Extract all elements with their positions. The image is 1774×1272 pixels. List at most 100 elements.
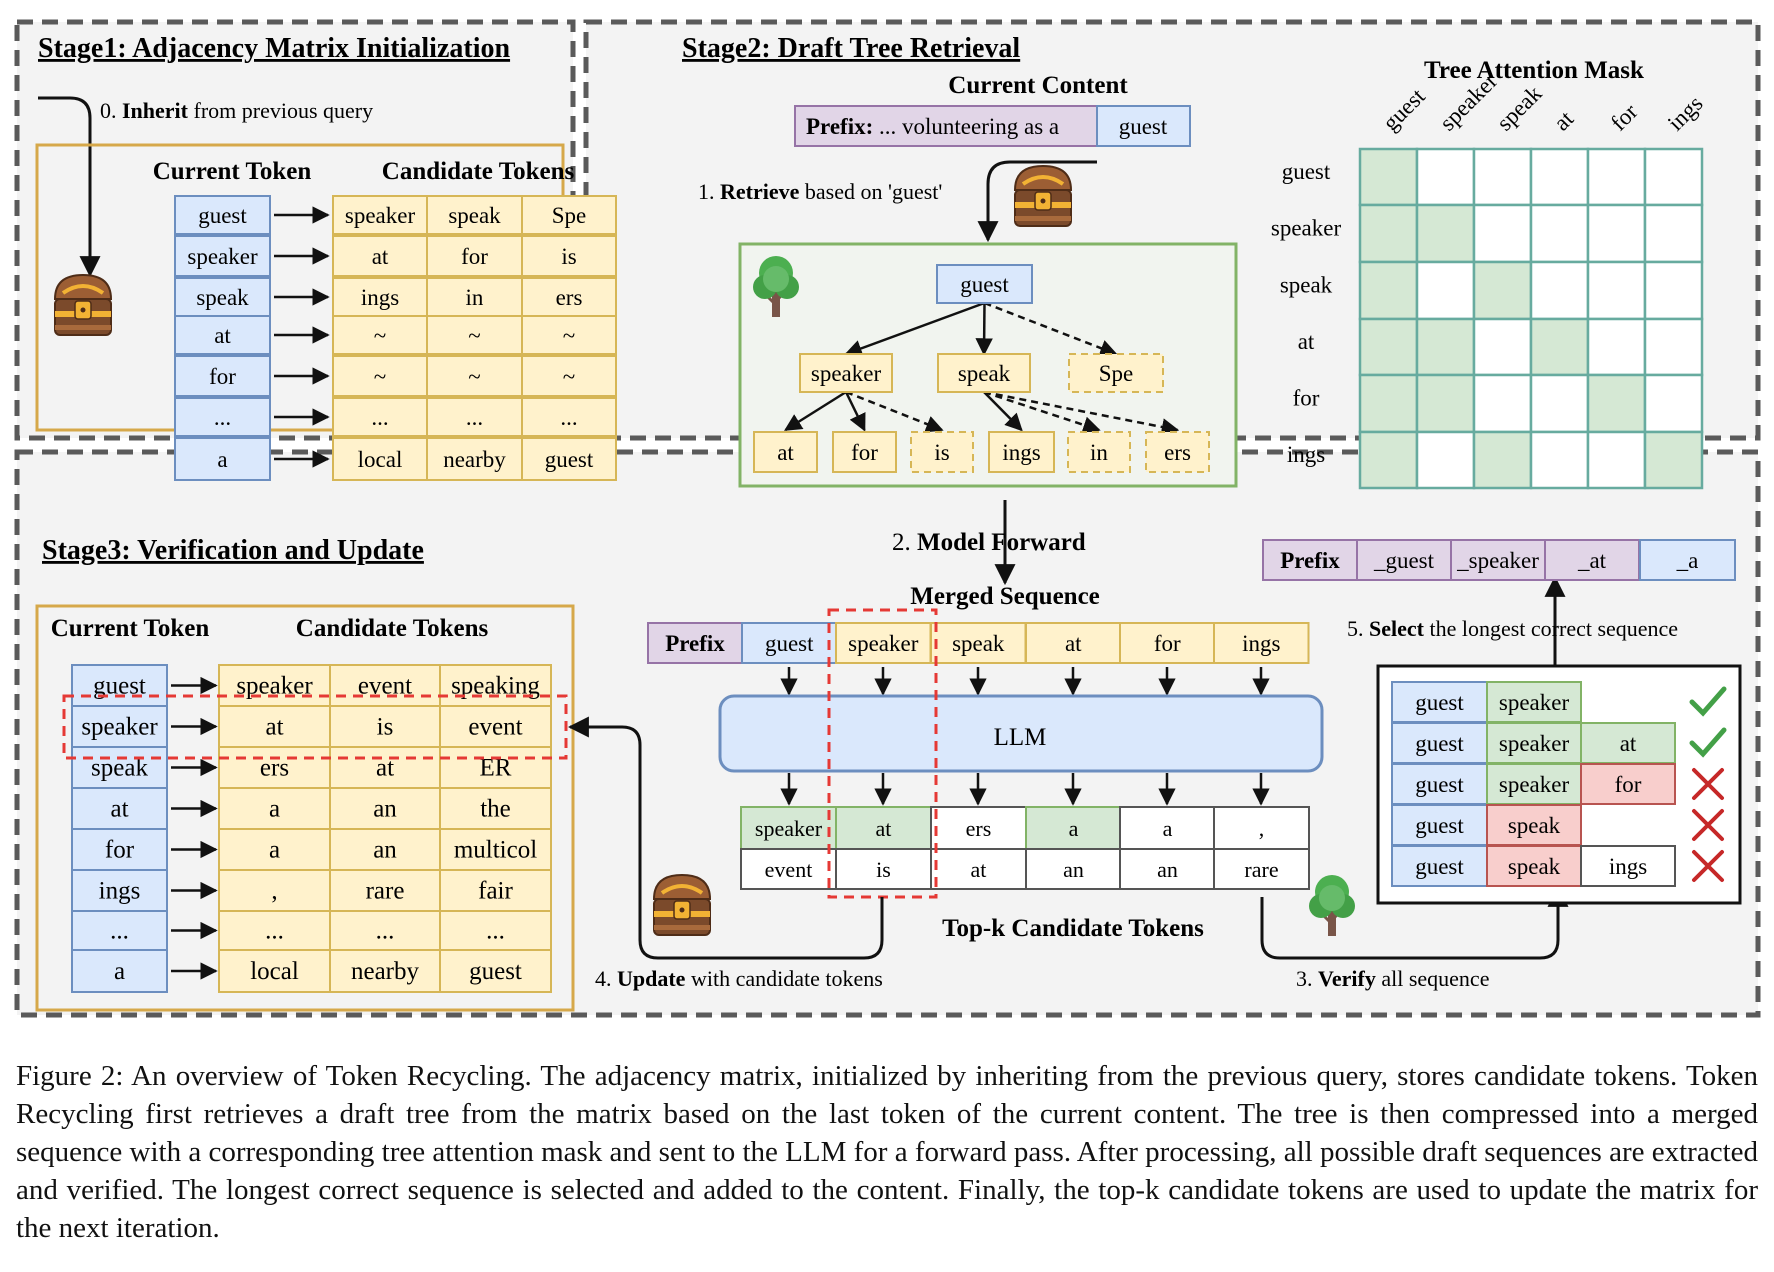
stage1-current-token-cell [174,355,271,397]
stage3-current-token-label: for [105,837,135,864]
stage3-candidate-token-cell [439,705,552,748]
mask-cell [1358,317,1419,377]
stage1-current-token-label: speaker [187,244,258,269]
stage1-candidate-token-label: ers [556,285,583,310]
stage1-candidate-token-label: nearby [443,447,506,472]
stage1-candidate-token-label: ~ [468,364,480,389]
stage3-current-token-label: ings [99,878,141,905]
output-token-label: _at [1577,548,1607,573]
stage1-candidate-token-cell [426,397,523,437]
tree-level2-node-label: at [777,440,794,465]
tree-edge [975,302,993,356]
topk-row1-token-label: , [1259,816,1265,841]
topk-row2-token-cell [1025,848,1122,890]
stage1-current-token-label: a [217,447,227,472]
output-token-label: _speaker [1456,548,1539,573]
tree-level2-node-label: ers [1164,440,1191,465]
treasure-chest-icon [652,873,712,937]
stage1-current-token-cell [174,315,271,355]
mask-cell [1586,260,1647,321]
mask-cell [1472,260,1533,321]
stage1-current-token-label: speak [196,285,249,310]
stage3-current-token-cell [71,746,168,789]
output-prefix-cell [1262,539,1358,581]
merged-token-label: at [1065,631,1082,656]
topk-row2-token-cell [835,848,932,890]
mask-row-label: ings [1287,442,1325,467]
mask-cell [1358,147,1419,207]
verify-token-label: guest [1415,854,1464,879]
mask-cell [1415,430,1476,490]
stage1-current-token-cell [174,235,271,277]
stage1-candidate-token-label: ings [361,285,399,310]
verify-token-cell [1391,845,1488,887]
step1-label: 1. Retrieve based on 'guest' [698,179,942,204]
topk-row2-token-cell [1213,848,1310,890]
mask-row-label: at [1298,329,1315,354]
mask-cell [1358,203,1419,264]
verify-token-label: guest [1415,690,1464,715]
stage1-current-token-label: ... [214,405,231,430]
current-token-box [1096,105,1191,147]
merged-token-cell [741,622,838,664]
treasure-chest-icon [53,273,113,337]
stage3-candidate-token-label: ... [265,918,284,945]
verify-token-cell [1580,763,1676,805]
stage1-candidate-token-label: is [561,244,576,269]
tree-level1-node-cell [799,353,893,393]
inherit-arrow [38,96,101,278]
merged-token-label: guest [765,631,814,656]
check-icon [1689,727,1727,758]
stage1-candidate-token-cell [426,437,523,481]
mask-cell [1586,373,1647,434]
stage3-candidate-token-label: at [376,755,394,782]
verify-token-cell [1486,804,1582,846]
merged-token-label: speaker [848,631,919,656]
stage3-candidate-token-cell [439,746,552,789]
stage3-title: Stage3: Verification and Update [42,535,424,566]
verify-token-label: guest [1415,772,1464,797]
stage3-current-token-label: speaker [81,714,158,741]
stage1-candidate-token-cell [521,397,617,437]
topk-title: Top-k Candidate Tokens [942,915,1204,942]
stage3-candidate-token-label: event [358,673,412,700]
figure-caption: Figure 2: An overview of Token Recycling… [16,1060,1758,1244]
stage3-candidate-token-label: is [377,714,394,741]
stage3-current-token-label: ... [110,918,129,945]
stage1-candidate-token-cell [332,397,428,437]
cross-icon [1692,809,1724,841]
verify-token-label: speaker [1499,690,1570,715]
tree-edge [983,391,1023,432]
step2-label: 2. Model Forward [892,529,1086,556]
mask-cell [1472,373,1533,434]
stage1-candidate-token-label: ... [371,405,388,430]
step3-label: 3. Verify all sequence [1296,966,1489,991]
tree-level1-node-cell [1068,353,1164,393]
mask-cell [1472,147,1533,207]
stage1-candidate-token-cell [426,355,523,397]
stage1-candidate-token-label: ~ [468,323,480,348]
stage3-candidate-token-label: rare [366,878,405,905]
output-token-label: _a [1676,548,1699,573]
mask-cell [1529,203,1590,264]
verify-token-label: at [1620,731,1637,756]
stage3-candidate-token-cell [218,787,331,830]
topk-row1-token-label: a [1163,816,1173,841]
stage1-candidate-token-label: ~ [563,364,575,389]
stage3-current-token-cell [71,787,168,830]
topk-row1-token-label: ers [966,816,992,841]
verify-token-label: speaker [1499,731,1570,756]
output-sequence: Prefix_guest_speaker_at_a [1262,539,1736,581]
current-token-text: guest [1119,114,1168,139]
tree-level1-node-label: Spe [1099,361,1134,386]
stage1-candidate-token-cell [332,437,428,481]
stage3-candidate-token-label: local [250,958,299,985]
mask-cell [1586,430,1647,490]
stage1-candidate-token-label: at [372,244,389,269]
mask-cell [1415,203,1476,264]
cross-icon [1692,850,1724,882]
verify-token-cell [1486,681,1582,723]
